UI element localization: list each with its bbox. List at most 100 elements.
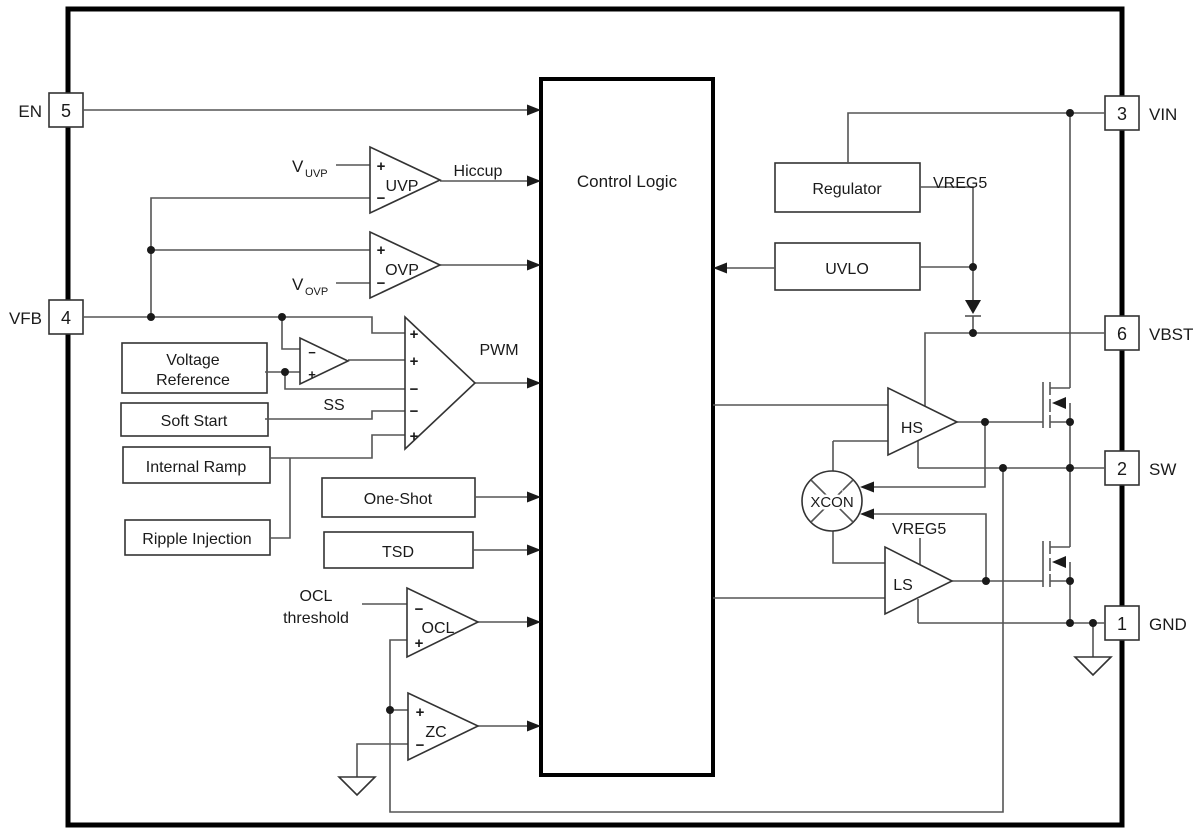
labels: EN 5 VFB 4 3 VIN 6 VBST 2 SW 1 GND Contr… xyxy=(9,101,1193,754)
ripple-injection-label: Ripple Injection xyxy=(142,531,251,548)
pwm-input1-plus: + xyxy=(410,326,419,343)
tsd-box xyxy=(323,531,474,569)
pin-boxes xyxy=(48,92,1140,641)
pin-box-gnd xyxy=(1104,605,1140,641)
vreg5-label-top: VREG5 xyxy=(933,175,987,192)
junction-dot xyxy=(1066,577,1074,585)
wire-sw-sense-net xyxy=(389,468,1004,813)
vovp-label-sub: OVP xyxy=(305,286,328,298)
zc-comparator xyxy=(407,691,480,762)
pin-number-sw: 2 xyxy=(1117,459,1127,479)
ground-symbol-gnd xyxy=(1073,656,1113,677)
junction-dot xyxy=(278,313,286,321)
ripple-injection-box xyxy=(124,519,271,556)
diode-triangle xyxy=(965,300,981,314)
wire-ripple-net xyxy=(270,458,291,539)
soft-start-box xyxy=(120,402,269,437)
wire-ss-net xyxy=(265,410,405,420)
junction-dot xyxy=(1066,464,1074,472)
xcon-block xyxy=(801,470,863,532)
pin-label-vfb: VFB xyxy=(9,309,42,328)
arrow-zc-into-cl xyxy=(527,720,541,732)
function-blocks xyxy=(120,162,921,569)
junction-dots xyxy=(147,109,1097,714)
wire-vreg5-net xyxy=(920,186,974,300)
arrow-hs-into-xcon xyxy=(860,481,874,493)
tsd-label: TSD xyxy=(382,544,414,561)
junction-dot xyxy=(147,313,155,321)
regulator-box xyxy=(774,162,921,213)
arrow-hiccup-into-cl xyxy=(527,175,541,187)
one-shot-box xyxy=(321,477,476,518)
ocl-plus-sign: + xyxy=(415,635,424,652)
wire-hsgate-to-xcon xyxy=(874,422,986,488)
hsfet-body-diode-arrow xyxy=(1052,397,1066,409)
uvp-comparator xyxy=(369,145,442,215)
ss-signal-label: SS xyxy=(323,397,344,414)
arrow-tsd-into-cl xyxy=(527,544,541,556)
junction-dot xyxy=(386,706,394,714)
pwm-input2-plus: + xyxy=(410,353,419,370)
ocl-threshold-label-1: OCL xyxy=(300,588,333,605)
ground-symbol-zc xyxy=(337,776,377,797)
pwm-input5-plus: + xyxy=(410,428,419,445)
junction-dot xyxy=(1066,619,1074,627)
internal-ramp-label: Internal Ramp xyxy=(146,459,247,476)
erramp-plus-sign: + xyxy=(308,367,316,382)
ocl-minus-sign: − xyxy=(415,601,424,618)
voltage-reference-box xyxy=(121,342,268,394)
pin-number-gnd: 1 xyxy=(1117,614,1127,634)
pin-number-vfb: 4 xyxy=(61,308,71,328)
wire-vfb-to-uvp xyxy=(150,197,370,317)
wire-vin-net xyxy=(847,112,1105,163)
ovp-plus-sign: + xyxy=(377,242,386,259)
arrow-oneshot-into-cl xyxy=(527,491,541,503)
control-logic-box xyxy=(539,77,715,777)
comparators xyxy=(299,145,959,762)
ground-symbols xyxy=(337,656,1113,797)
voltage-reference-label-2: Reference xyxy=(156,372,230,389)
junction-dot xyxy=(969,263,977,271)
pwm-input3-minus: − xyxy=(410,381,419,398)
wire-xcon-to-ls xyxy=(832,531,885,564)
ovp-minus-sign: − xyxy=(377,275,386,292)
ocl-threshold-label-2: threshold xyxy=(283,610,349,627)
arrow-uvlo-into-cl xyxy=(713,262,727,274)
pwm-signal-label: PWM xyxy=(479,342,518,359)
vuvp-label-base: V xyxy=(292,157,304,176)
pin-label-gnd: GND xyxy=(1149,615,1187,634)
wires xyxy=(83,109,1105,813)
junction-dot xyxy=(1066,109,1074,117)
pin-number-vbst: 6 xyxy=(1117,324,1127,344)
junction-dot xyxy=(982,577,990,585)
zc-plus-sign: + xyxy=(416,704,425,721)
junction-dot xyxy=(1066,418,1074,426)
chip-outline xyxy=(65,6,1125,828)
ocl-label: OCL xyxy=(422,620,455,637)
ls-driver xyxy=(884,545,954,616)
arrow-ovp-into-cl xyxy=(527,259,541,271)
pin-number-en: 5 xyxy=(61,101,71,121)
pin-label-vin: VIN xyxy=(1149,105,1177,124)
erramp-minus-sign: − xyxy=(308,345,316,360)
vuvp-label-sub: UVP xyxy=(305,168,328,180)
arrow-en-into-cl xyxy=(527,104,541,116)
hiccup-signal-label: Hiccup xyxy=(454,163,503,180)
vreg5-label-ls: VREG5 xyxy=(892,521,946,538)
lsfet-body-diode-arrow xyxy=(1052,556,1066,568)
uvp-plus-sign: + xyxy=(377,158,386,175)
control-logic-label: Control Logic xyxy=(577,172,678,191)
bootstrap-diode xyxy=(965,300,981,317)
high-side-mosfet xyxy=(1042,382,1071,428)
uvp-minus-sign: − xyxy=(377,190,386,207)
regulator-label: Regulator xyxy=(812,181,882,198)
arrow-ls-into-xcon xyxy=(860,508,874,520)
xcon-cross-lines xyxy=(810,479,854,523)
vovp-label-base: V xyxy=(292,275,304,294)
uvlo-label: UVLO xyxy=(825,261,869,278)
pin-box-sw xyxy=(1104,450,1140,486)
internal-ramp-box xyxy=(122,446,271,484)
junction-dot xyxy=(981,418,989,426)
pwm-input4-minus: − xyxy=(410,403,419,420)
